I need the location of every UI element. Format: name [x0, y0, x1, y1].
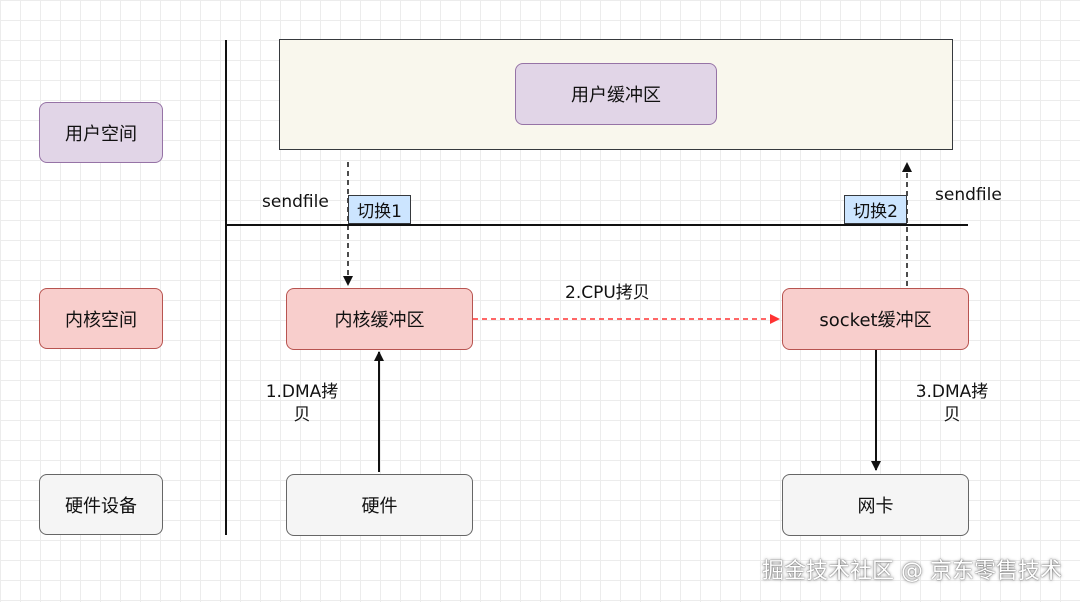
row-label-hardware-device: 硬件设备	[39, 474, 163, 535]
kernel-buffer-node: 内核缓冲区	[286, 288, 473, 350]
sendfile-label-left: sendfile	[262, 192, 329, 212]
row-label-kernel-space: 内核空间	[39, 288, 163, 349]
cpu-copy-label: 2.CPU拷贝	[565, 283, 650, 303]
socket-buffer-node: socket缓冲区	[782, 288, 969, 350]
hardware-node: 硬件	[286, 474, 473, 536]
nic-node: 网卡	[782, 474, 969, 536]
watermark: 掘金技术社区 @ 京东零售技术	[762, 559, 1062, 584]
row-label-user-space: 用户空间	[39, 102, 163, 163]
user-buffer-node: 用户缓冲区	[515, 63, 717, 125]
dma-copy-3-label: 3.DMA拷贝	[915, 382, 989, 425]
dma-copy-1-label: 1.DMA拷贝	[265, 382, 339, 425]
sendfile-label-right: sendfile	[935, 185, 1002, 205]
switch2-label: 切换2	[844, 195, 907, 224]
switch1-label: 切换1	[348, 195, 411, 224]
